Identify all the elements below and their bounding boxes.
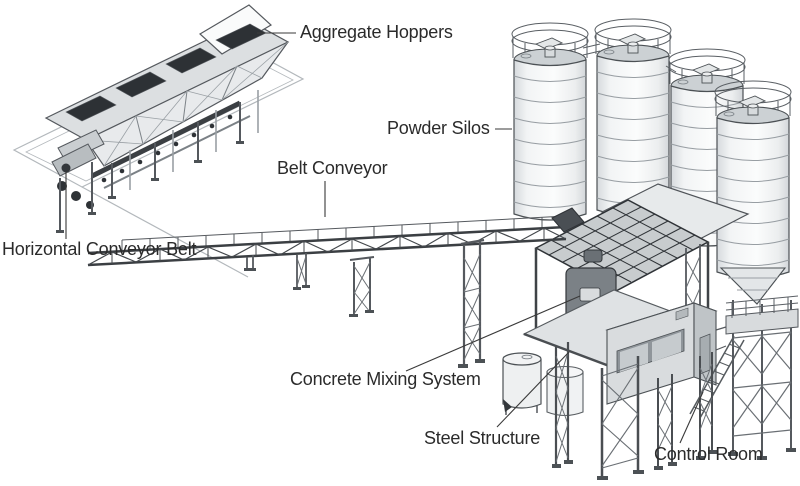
powder-silos-graphic (511, 18, 792, 279)
label-steel-structure: Steel Structure (424, 428, 541, 448)
silo-support-structure (719, 267, 799, 460)
steel-structure-leader-line (496, 351, 570, 428)
belt-conveyor-graphic (87, 207, 585, 267)
conveyor-supports (244, 238, 485, 368)
label-control-room: Control Room (654, 444, 763, 464)
leader-lines (65, 32, 704, 444)
label-horizontal-conveyor-belt: Horizontal Conveyor Belt (2, 239, 197, 259)
water-tank-graphic (502, 352, 584, 417)
steel-structure-graphic (552, 342, 717, 480)
concrete-mixing-system-leader-line (405, 295, 581, 372)
aggregate-hoppers-graphic (44, 4, 290, 233)
label-powder-silos: Powder Silos (387, 118, 490, 138)
label-concrete-mixing-system: Concrete Mixing System (290, 369, 481, 389)
label-belt-conveyor: Belt Conveyor (277, 158, 388, 178)
control-room-leader-line (679, 391, 704, 444)
label-aggregate-hoppers: Aggregate Hoppers (300, 22, 453, 42)
